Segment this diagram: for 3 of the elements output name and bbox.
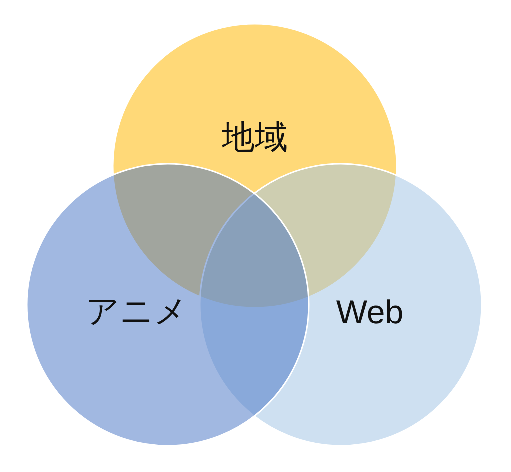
- set-label: Web: [336, 296, 404, 328]
- set-label: 地域: [222, 120, 288, 154]
- set-label: アニメ: [86, 294, 188, 328]
